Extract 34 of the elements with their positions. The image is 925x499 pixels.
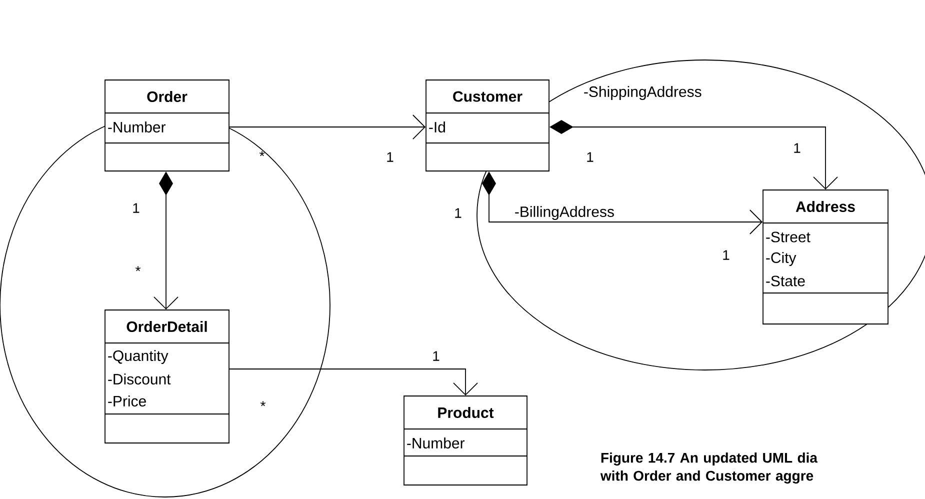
multiplicity-label: 1 (387, 152, 394, 162)
class-name: Customer (453, 91, 522, 102)
multiplicity-label: 1 (794, 143, 800, 153)
multiplicity-label: 1 (723, 250, 730, 260)
attribute-text: -Price (108, 396, 146, 406)
association-arrow (229, 368, 478, 396)
attribute-text: -State (766, 276, 805, 286)
class-name: OrderDetail (126, 321, 207, 332)
class-box (104, 80, 230, 172)
attribute-text: -Street (766, 232, 810, 242)
attribute-text: -Discount (108, 374, 171, 384)
class-box (104, 310, 230, 444)
multiplicity-label: 1 (455, 208, 462, 218)
attribute-text: -Id (429, 122, 445, 132)
multiplicity-label: * (260, 151, 265, 156)
multiplicity-label: * (136, 266, 141, 272)
class-name: Address (796, 201, 855, 212)
class-name: Order (147, 91, 188, 102)
attribute-text: -Number (407, 438, 465, 448)
class-name: Product (438, 407, 494, 418)
multiplicity-label: 1 (433, 351, 440, 361)
class-box (426, 80, 550, 172)
attribute-text: -City (766, 252, 796, 266)
association-arrow (229, 114, 426, 140)
attribute-text: -Number (108, 122, 166, 132)
multiplicity-label: 1 (133, 203, 140, 213)
figure-caption: Figure 14.7 An updated UML dia with Order and Customer aggre (600, 452, 818, 484)
class-box (762, 190, 888, 324)
edge-label: -ShippingAddress (582, 85, 703, 101)
edge-label: -BillingAddress (513, 205, 616, 221)
multiplicity-label: * (260, 401, 266, 406)
class-box (404, 396, 528, 486)
multiplicity-label: 1 (587, 152, 594, 162)
attribute-text: -Quantity (108, 350, 168, 364)
